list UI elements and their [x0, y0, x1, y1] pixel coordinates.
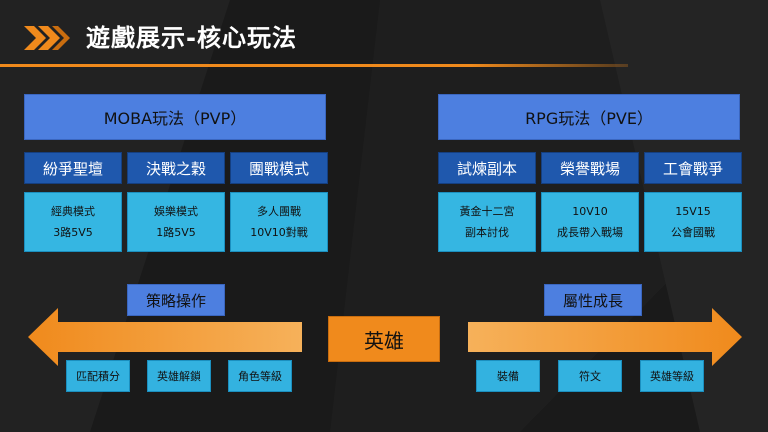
hero-center-box: 英雄	[328, 316, 440, 362]
left-desc-3-line2: 10V10對戰	[250, 226, 308, 239]
left-sub-1: 紛爭聖壇	[24, 152, 122, 184]
right-sub-3: 工會戰爭	[644, 152, 742, 184]
right-arrow	[468, 308, 742, 366]
right-feature-2: 符文	[558, 360, 622, 392]
right-feature-1: 裝備	[476, 360, 540, 392]
right-sub-1: 試煉副本	[438, 152, 536, 184]
rpg-mode-header: RPG玩法（PVE）	[438, 94, 740, 140]
left-desc-1: 經典模式 3路5V5	[24, 192, 122, 252]
page-title: 遊戲展示-核心玩法	[86, 24, 297, 52]
right-desc-2: 10V10 成長帶入戰場	[541, 192, 639, 252]
chevron-logo-icon	[24, 26, 70, 50]
title-underline	[0, 64, 628, 67]
right-desc-1-line2: 副本討伐	[465, 226, 509, 239]
left-sub-3: 團戰模式	[230, 152, 328, 184]
left-desc-2-line2: 1路5V5	[156, 226, 196, 239]
strategy-category-label: 策略操作	[127, 284, 225, 316]
left-desc-1-line1: 經典模式	[51, 205, 95, 218]
left-desc-3: 多人團戰 10V10對戰	[230, 192, 328, 252]
left-feature-2: 英雄解鎖	[147, 360, 211, 392]
left-sub-2: 決戰之穀	[127, 152, 225, 184]
left-desc-2: 娛樂模式 1路5V5	[127, 192, 225, 252]
right-desc-1: 黃金十二宮 副本討伐	[438, 192, 536, 252]
left-feature-1: 匹配積分	[66, 360, 130, 392]
moba-mode-header: MOBA玩法（PVP）	[24, 94, 326, 140]
right-desc-2-line2: 成長帶入戰場	[557, 226, 623, 239]
attribute-category-label: 屬性成長	[544, 284, 642, 316]
left-desc-1-line2: 3路5V5	[53, 226, 93, 239]
right-desc-3-line1: 15V15	[675, 205, 711, 218]
right-desc-3-line2: 公會國戰	[671, 226, 715, 239]
right-desc-2-line1: 10V10	[572, 205, 608, 218]
right-feature-3: 英雄等級	[640, 360, 704, 392]
right-desc-3: 15V15 公會國戰	[644, 192, 742, 252]
right-desc-1-line1: 黃金十二宮	[459, 205, 515, 218]
right-sub-2: 榮譽戰場	[541, 152, 639, 184]
left-desc-3-line1: 多人團戰	[257, 205, 301, 218]
left-desc-2-line1: 娛樂模式	[154, 205, 198, 218]
left-arrow	[28, 308, 302, 366]
left-feature-3: 角色等級	[228, 360, 292, 392]
